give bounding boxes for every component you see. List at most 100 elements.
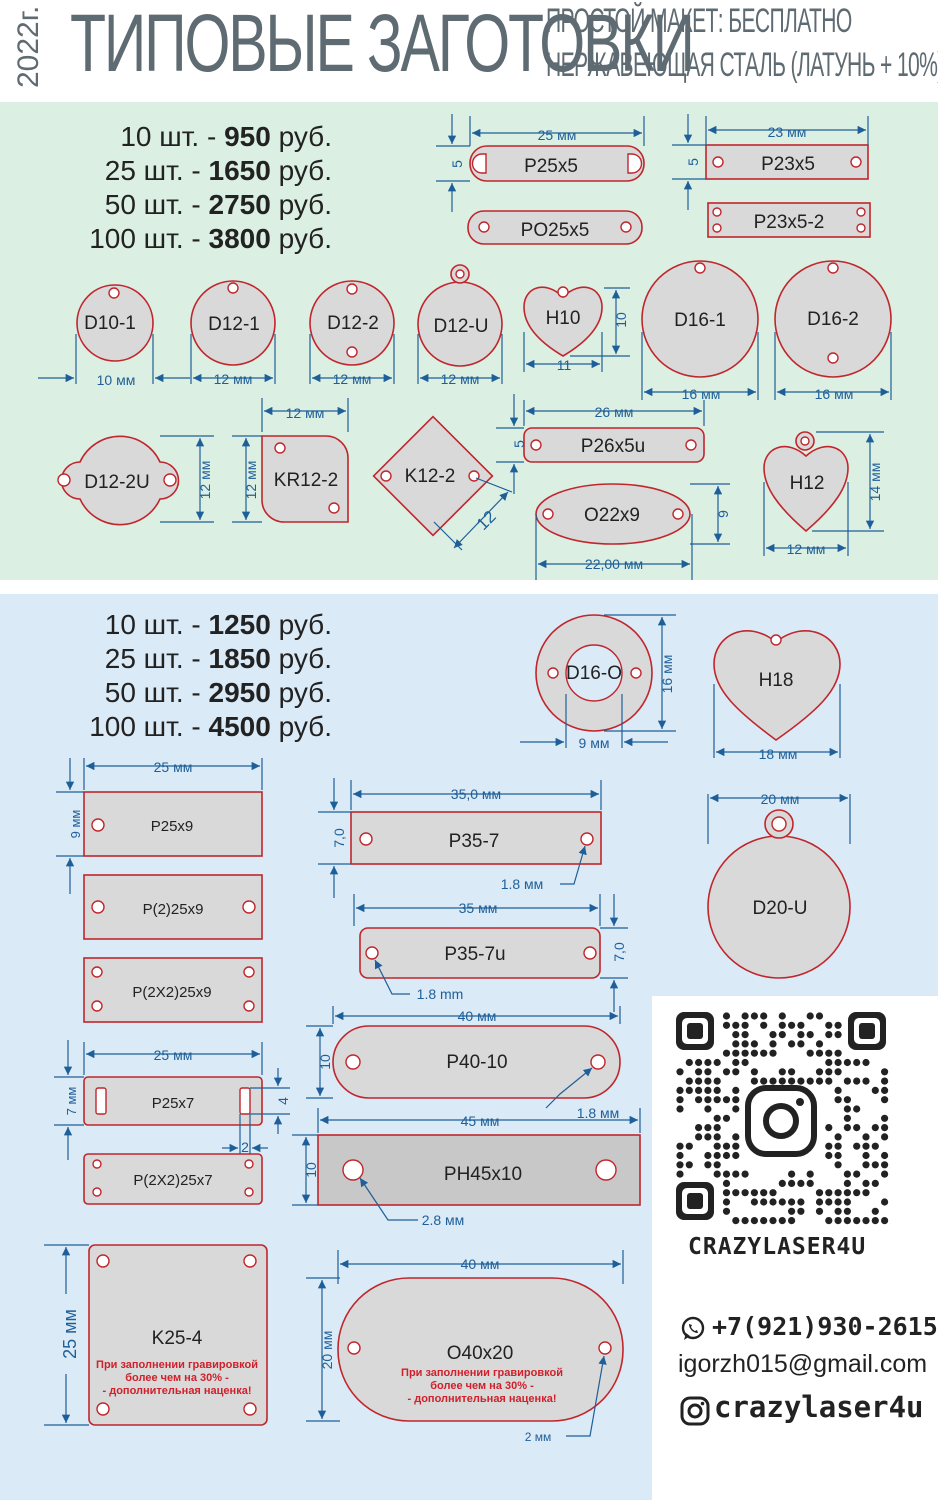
price-list-blue: 10 шт. - 1250 руб. 25 шт. - 1850 руб. 50… (60, 608, 332, 744)
label-d10-1: D10-1 (84, 313, 136, 334)
label-p2x2-25x9: P(2X2)25x9 (132, 984, 211, 1001)
blanks-drawing-green: P25x5 PO25x5 P23x5 P23x5-2 D10-1 D12-1 D… (38, 114, 892, 580)
page-title: ТИПОВЫЕ ЗАГОТОВКИ (70, 0, 695, 89)
label-h18: H18 (759, 670, 794, 691)
label-p23x5-2: P23x5-2 (754, 212, 825, 233)
label-p26x5u: P26x5u (581, 436, 645, 457)
note-k25-line3: - дополнительная наценка! (103, 1385, 252, 1397)
label-p25x5: P25x5 (524, 156, 578, 177)
price-row: 50 шт. - 2950 руб. (104, 677, 332, 708)
dim-d16-1: 16 мм (682, 386, 721, 402)
dim-p25x7-slot-width: 2 (241, 1139, 249, 1155)
label-ph45x10: PH45x10 (444, 1164, 522, 1185)
dim-ph45x10-width: 45 мм (461, 1113, 500, 1129)
dim-d12-u: 12 мм (441, 371, 480, 387)
label-kr12-2: KR12-2 (274, 470, 338, 491)
dim-kr12-2-width: 12 мм (286, 405, 325, 421)
label-k12-2: K12-2 (405, 466, 456, 487)
label-d12-u: D12-U (434, 316, 489, 337)
price-row: 100 шт. - 3800 руб. (89, 223, 332, 254)
blanks-drawing-blue: D16-O H18 P25x9 P(2)25x9 P(2X2)25x9 P35-… (44, 614, 851, 1444)
blank-ph45x10 (317, 1134, 641, 1206)
note-o40-line1: При заполнении гравировкой (401, 1367, 563, 1379)
label-h12: H12 (790, 473, 825, 494)
dim-d20-u-width: 20 мм (761, 791, 800, 807)
blank-p23x5-2 (707, 202, 871, 238)
dim-o22x9-height: 9 (715, 510, 731, 518)
dim-d12-2: 12 мм (333, 371, 372, 387)
dim-d16-o-height: 16 мм (659, 655, 675, 694)
blank-p26x5u-body (523, 427, 705, 463)
dim-ph45x10-height: 10 (303, 1162, 319, 1178)
blank-d12-2 (309, 280, 395, 366)
label-po25x5: PO25x5 (521, 220, 590, 241)
contact-panel: CRAZYLASER4U +7(921)930-2615 igorzh015@g… (652, 996, 938, 1500)
dim-p25x5-height: 5 (449, 160, 465, 168)
dim-p25x9-height: 9 мм (68, 810, 83, 839)
instagram-icon (745, 1085, 817, 1157)
dim-p40-10-width: 40 мм (458, 1008, 497, 1024)
blank-p40-10 (332, 1025, 621, 1099)
dim-k12-2: 12 (473, 507, 500, 534)
blank-d16-2 (774, 260, 892, 378)
dim-p35-7u-width: 35 мм (459, 900, 498, 916)
dim-p35-7u-hole: 1.8 mm (417, 986, 464, 1002)
phone-number[interactable]: +7(921)930-2615 (712, 1312, 938, 1341)
dim-p26x5u-height: 5 (511, 440, 527, 448)
dim-o40x20-height: 20 мм (319, 1331, 335, 1370)
label-o22x9: O22x9 (584, 505, 640, 526)
blank-kr12-2 (261, 435, 349, 523)
dim-p40-10-hole: 1.8 мм (577, 1105, 620, 1121)
dim-h10-height: 10 (613, 312, 629, 328)
dim-p25x5-width: 25 мм (538, 127, 577, 143)
dim-p35-7-hole: 1.8 мм (501, 876, 544, 892)
price-row: 10 шт. - 950 руб. (120, 121, 332, 152)
dim-ph45x10-hole: 2.8 мм (422, 1212, 465, 1228)
blank-p35-7 (350, 811, 602, 865)
dim-p40-10-height: 10 (317, 1054, 333, 1070)
blank-p35-7u (359, 927, 601, 979)
dim-p26x5u-width: 26 мм (595, 404, 634, 420)
dim-d12-2u-height: 12 мм (197, 461, 213, 500)
blank-o40x20 (337, 1277, 624, 1422)
label-d16-2: D16-2 (807, 309, 859, 330)
label-d12-1: D12-1 (208, 314, 260, 335)
note-k25-line1: При заполнении гравировкой (96, 1359, 258, 1371)
price-row: 100 шт. - 4500 руб. (89, 711, 332, 742)
dim-h18-width: 18 мм (759, 746, 798, 762)
dim-p25x9-width: 25 мм (154, 759, 193, 775)
dim-p35-7u-height: 7,0 (611, 942, 627, 962)
price-row: 25 шт. - 1850 руб. (104, 643, 332, 674)
label-p2-25x9: P(2)25x9 (143, 901, 204, 918)
blank-p2-25x9 (83, 874, 263, 940)
dim-o22x9-width: 22,00 мм (585, 556, 643, 572)
blank-p25x5 (469, 145, 645, 182)
dim-d16-o-hole: 9 мм (579, 735, 610, 751)
price-row: 10 шт. - 1250 руб. (104, 609, 332, 640)
dim-p25x7-width: 25 мм (154, 1047, 193, 1063)
instagram-handle[interactable]: crazylaser4u (714, 1390, 924, 1424)
dim-p25x7-slot-height: 4 (275, 1097, 291, 1105)
blank-d12-2u (60, 435, 180, 526)
note-k25-line2: более чем на 30% - (125, 1372, 229, 1384)
email-address[interactable]: igorzh015@gmail.com (678, 1350, 928, 1378)
header: 2022г. ТИПОВЫЕ ЗАГОТОВКИ ПРОСТОЙ МАКЕТ: … (0, 0, 938, 100)
year-vertical: 2022г. (12, 8, 44, 88)
qr-code[interactable] (652, 996, 938, 1226)
dim-d10-1: 10 мм (97, 372, 136, 388)
dim-o40x20-width: 40 мм (461, 1256, 500, 1272)
label-d12-2: D12-2 (327, 313, 379, 334)
label-d12-2u: D12-2U (84, 472, 149, 493)
qr-modules (676, 1012, 889, 1225)
label-d16-o: D16-O (566, 663, 622, 684)
dim-d16-2: 16 мм (815, 386, 854, 402)
blank-p25x7 (83, 1076, 263, 1126)
note-o40-line3: - дополнительная наценка! (408, 1393, 557, 1405)
section-stainless-small: 10 шт. - 950 руб. 25 шт. - 1650 руб. 50 … (0, 102, 938, 580)
blank-h12 (763, 445, 849, 533)
instagram-small-icon (680, 1396, 710, 1426)
label-d16-1: D16-1 (674, 310, 726, 331)
blank-k25-4 (88, 1244, 268, 1426)
dim-o40x20-hole: 2 мм (525, 1430, 552, 1444)
dim-p23x5-width: 23 мм (768, 124, 807, 140)
